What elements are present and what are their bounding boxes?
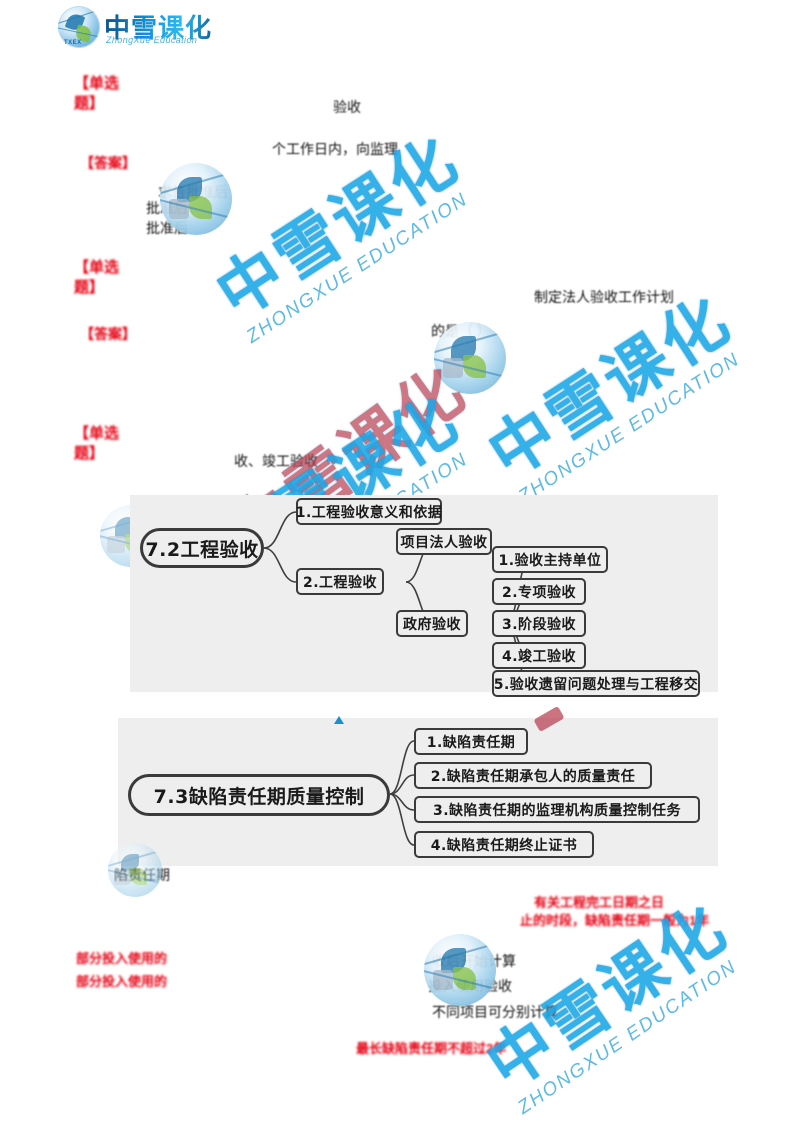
question-2-label-line-2: 题】 [74, 279, 105, 296]
mindmap-7-2-branch-2-child-1[interactable]: 项目法人验收 [396, 528, 492, 555]
question-1-label-line-2: 题】 [74, 95, 105, 112]
mindmap-7-2-gov-child-2[interactable]: 2.专项验收 [492, 578, 586, 605]
mindmap-7-2-branch-2[interactable]: 2.工程验收 [296, 568, 384, 595]
question-3-label-line-1: 【单选 [74, 425, 120, 442]
logo-title-zh: 中雪课化 [104, 8, 212, 45]
mindmap-7-3-branch-1[interactable]: 1.缺陷责任期 [414, 728, 528, 755]
watermark-1-globe-icon [160, 163, 232, 235]
logo-globe-icon [58, 6, 100, 48]
mindmap-7-2-branch-2-child-2[interactable]: 政府验收 [396, 610, 468, 637]
mindmap-7-3-root-node[interactable]: 7.3缺陷责任期质量控制 [128, 774, 390, 816]
bottom-black-line-3: 不同项目可分别计算 [432, 1004, 558, 1020]
mindmap-7-2-gov-child-4[interactable]: 4.竣工验收 [492, 642, 586, 669]
mindmap-7-2-panel: 7.2工程验收 1.工程验收意义和依据 2.工程验收 项目法人验收 政府验收 1… [130, 495, 718, 697]
bottom-red-line-2: 止的时段，缺陷责任期一般为1年 [520, 913, 710, 928]
bottom-left-red-line-1: 部分投入使用的 [76, 951, 168, 966]
site-logo: 中雪课化 ZhongXue Education TXEX [58, 2, 211, 52]
mindmap-7-3-panel: 7.3缺陷责任期质量控制 1.缺陷责任期 2.缺陷责任期承包人的质量责任 3.缺… [118, 718, 718, 866]
watermark-4-text-en: ZHONGXUE EDUCATION [514, 956, 741, 1119]
question-2-label-line-1: 【单选 [74, 259, 120, 276]
bottom-left-red-line-2: 部分投入使用的 [76, 974, 168, 989]
question-3-body-line-1: 收、竣工验收 [234, 453, 318, 469]
mindmap-7-3-branch-4[interactable]: 4.缺陷责任期终止证书 [414, 831, 594, 858]
question-1-body-line-1: 验收 [333, 99, 361, 115]
bottom-red-final-line: 最长缺陷责任期不超过2年 [356, 1041, 507, 1056]
question-3-label-line-2: 题】 [74, 445, 105, 462]
bottom-red-line-1: 有关工程完工日期之日 [534, 895, 665, 910]
bottom-left-globe-icon [108, 843, 162, 897]
mindmap-7-3-branch-3[interactable]: 3.缺陷责任期的监理机构质量控制任务 [414, 796, 700, 823]
mindmap-7-2-branch-1[interactable]: 1.工程验收意义和依据 [296, 498, 442, 525]
mindmap-7-2-gov-child-5[interactable]: 5.验收遗留问题处理与工程移交 [492, 670, 700, 697]
watermark-4-globe-icon [424, 934, 496, 1006]
mindmap-7-2-root-node[interactable]: 7.2工程验收 [140, 528, 264, 568]
logo-title-en: ZhongXue Education [106, 35, 198, 45]
question-1-label-line-1: 【单选 [74, 75, 120, 92]
question-1-body-line-2: 个工作日内，向监理 [272, 141, 398, 157]
question-2-answer-label: 【答案】 [80, 326, 136, 342]
mindmap-7-2-gov-child-1[interactable]: 1.验收主持单位 [492, 546, 608, 573]
question-2-body-line-1: 制定法人验收工作计划 [534, 289, 674, 305]
mindmap-7-2-gov-child-3[interactable]: 3.阶段验收 [492, 610, 586, 637]
watermark-2-globe-icon [434, 322, 506, 394]
watermark-2-text-en: ZHONGXUE EDUCATION [514, 348, 744, 508]
mindmap-7-3-branch-2[interactable]: 2.缺陷责任期承包人的质量责任 [414, 762, 652, 789]
question-1-answer-label: 【答案】 [80, 155, 136, 171]
watermark-fleck-blue [334, 716, 344, 724]
logo-tag: TXEX [64, 40, 82, 46]
